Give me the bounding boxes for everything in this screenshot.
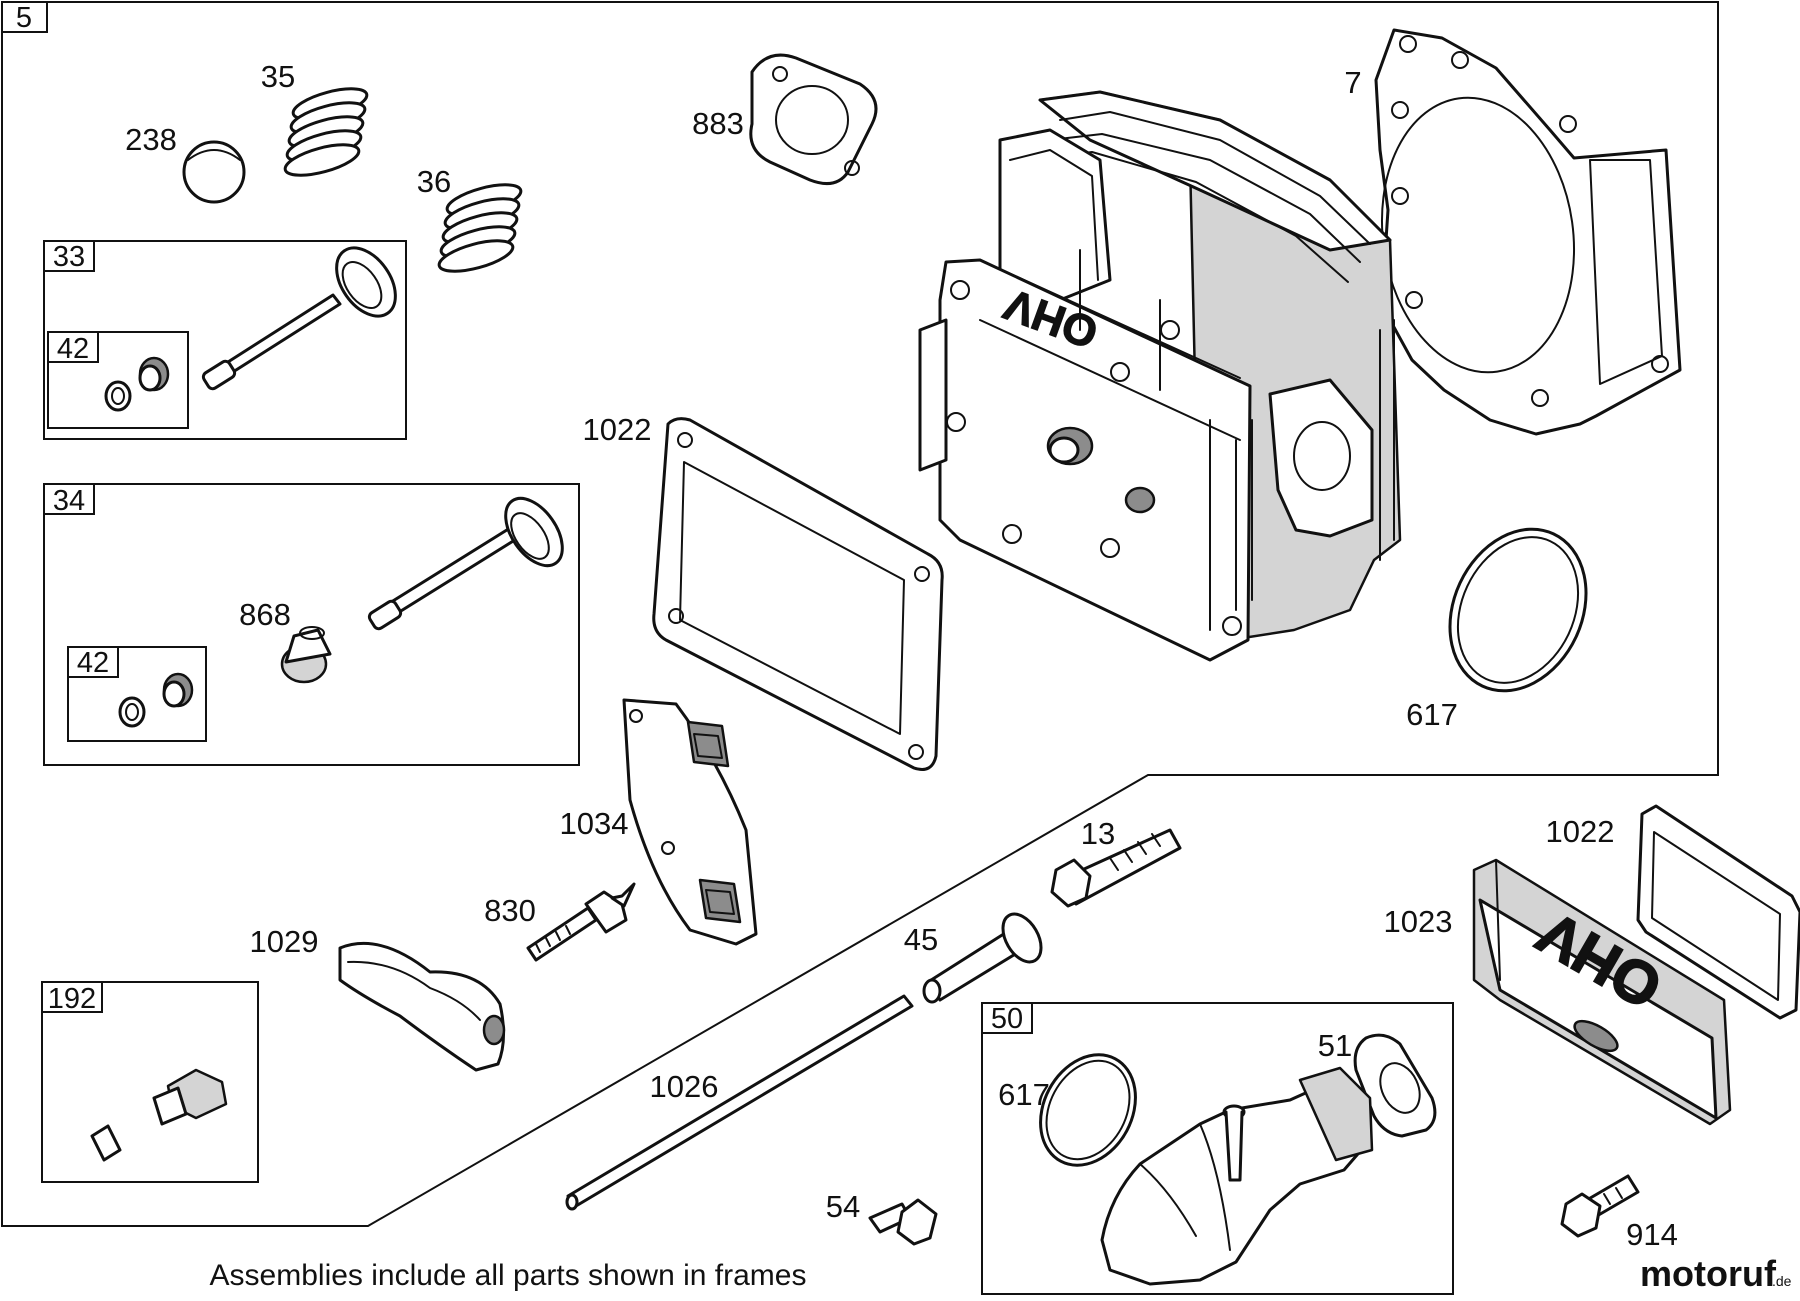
watermark-brand: motoruf (1640, 1253, 1777, 1294)
intake-manifold-50 (1100, 1066, 1374, 1286)
label-1022-cover: 1022 (1546, 814, 1615, 849)
valve-seal-868 (280, 626, 332, 684)
label-883: 883 (692, 106, 744, 141)
o-ring-617-top (1448, 527, 1588, 693)
assembly-frame-50: 50 (981, 1002, 1454, 1295)
rocker-gasket-1022-main (652, 417, 944, 771)
label-868: 868 (239, 597, 291, 632)
diagram-caption: Assemblies include all parts shown in fr… (210, 1259, 807, 1292)
screw-914 (1560, 1174, 1640, 1238)
label-192: 192 (48, 983, 96, 1015)
breather-plate-1034 (622, 698, 758, 946)
label-13: 13 (1081, 816, 1115, 851)
valve-spring-36 (437, 183, 523, 273)
valve-retainer-238 (182, 140, 246, 204)
label-33: 33 (53, 241, 85, 273)
push-rod-guide-45 (922, 912, 1043, 1004)
assembly-frame-192: 192 (41, 981, 259, 1183)
assembly-frame-33: 33 42 (43, 240, 407, 440)
rocker-cover-1023: OHV (1472, 858, 1732, 1126)
stud-830 (526, 882, 636, 962)
label-36: 36 (417, 164, 451, 199)
label-1029: 1029 (250, 924, 319, 959)
label-1034: 1034 (560, 806, 629, 841)
adjuster-192 (90, 1068, 228, 1162)
watermark-logo: motoruf .de (1640, 1253, 1792, 1294)
label-51: 51 (1318, 1028, 1352, 1063)
cylinder-head: OHV (918, 90, 1402, 662)
intake-gasket-51 (1353, 1033, 1437, 1138)
bolt-13 (1050, 828, 1182, 908)
valve-spring-35 (283, 87, 369, 177)
watermark-suffix: .de (1772, 1273, 1792, 1289)
label-1022-top: 1022 (583, 412, 652, 447)
rocker-arm-1029 (338, 941, 506, 1072)
cover-gasket-1022 (1636, 804, 1800, 1020)
push-rod-1026 (565, 994, 914, 1211)
label-45: 45 (904, 922, 938, 957)
head-gasket-7 (1374, 28, 1682, 436)
screw-54 (868, 1198, 938, 1246)
label-1026: 1026 (650, 1069, 719, 1104)
label-830: 830 (484, 893, 536, 928)
label-238: 238 (125, 122, 177, 157)
label-50: 50 (991, 1003, 1023, 1035)
valve-keeper-b (118, 672, 194, 728)
label-7: 7 (1344, 65, 1361, 100)
label-914: 914 (1626, 1217, 1678, 1252)
label-1023: 1023 (1384, 904, 1453, 939)
gasket-883 (749, 53, 878, 186)
label-42-frame34: 42 (77, 647, 109, 679)
label-42-frame33: 42 (57, 333, 89, 365)
label-35: 35 (261, 59, 295, 94)
valve-keeper-a (104, 356, 170, 412)
assembly-frame-34: 34 42 (43, 483, 580, 766)
label-34: 34 (53, 485, 85, 517)
exhaust-valve (367, 496, 564, 631)
assembly-frame-5: 5 (1, 1, 1719, 1227)
label-5: 5 (16, 2, 32, 34)
intake-valve (201, 246, 397, 391)
label-617-top: 617 (1406, 697, 1458, 732)
label-54: 54 (826, 1189, 860, 1224)
o-ring-617-frame (1039, 1053, 1137, 1167)
